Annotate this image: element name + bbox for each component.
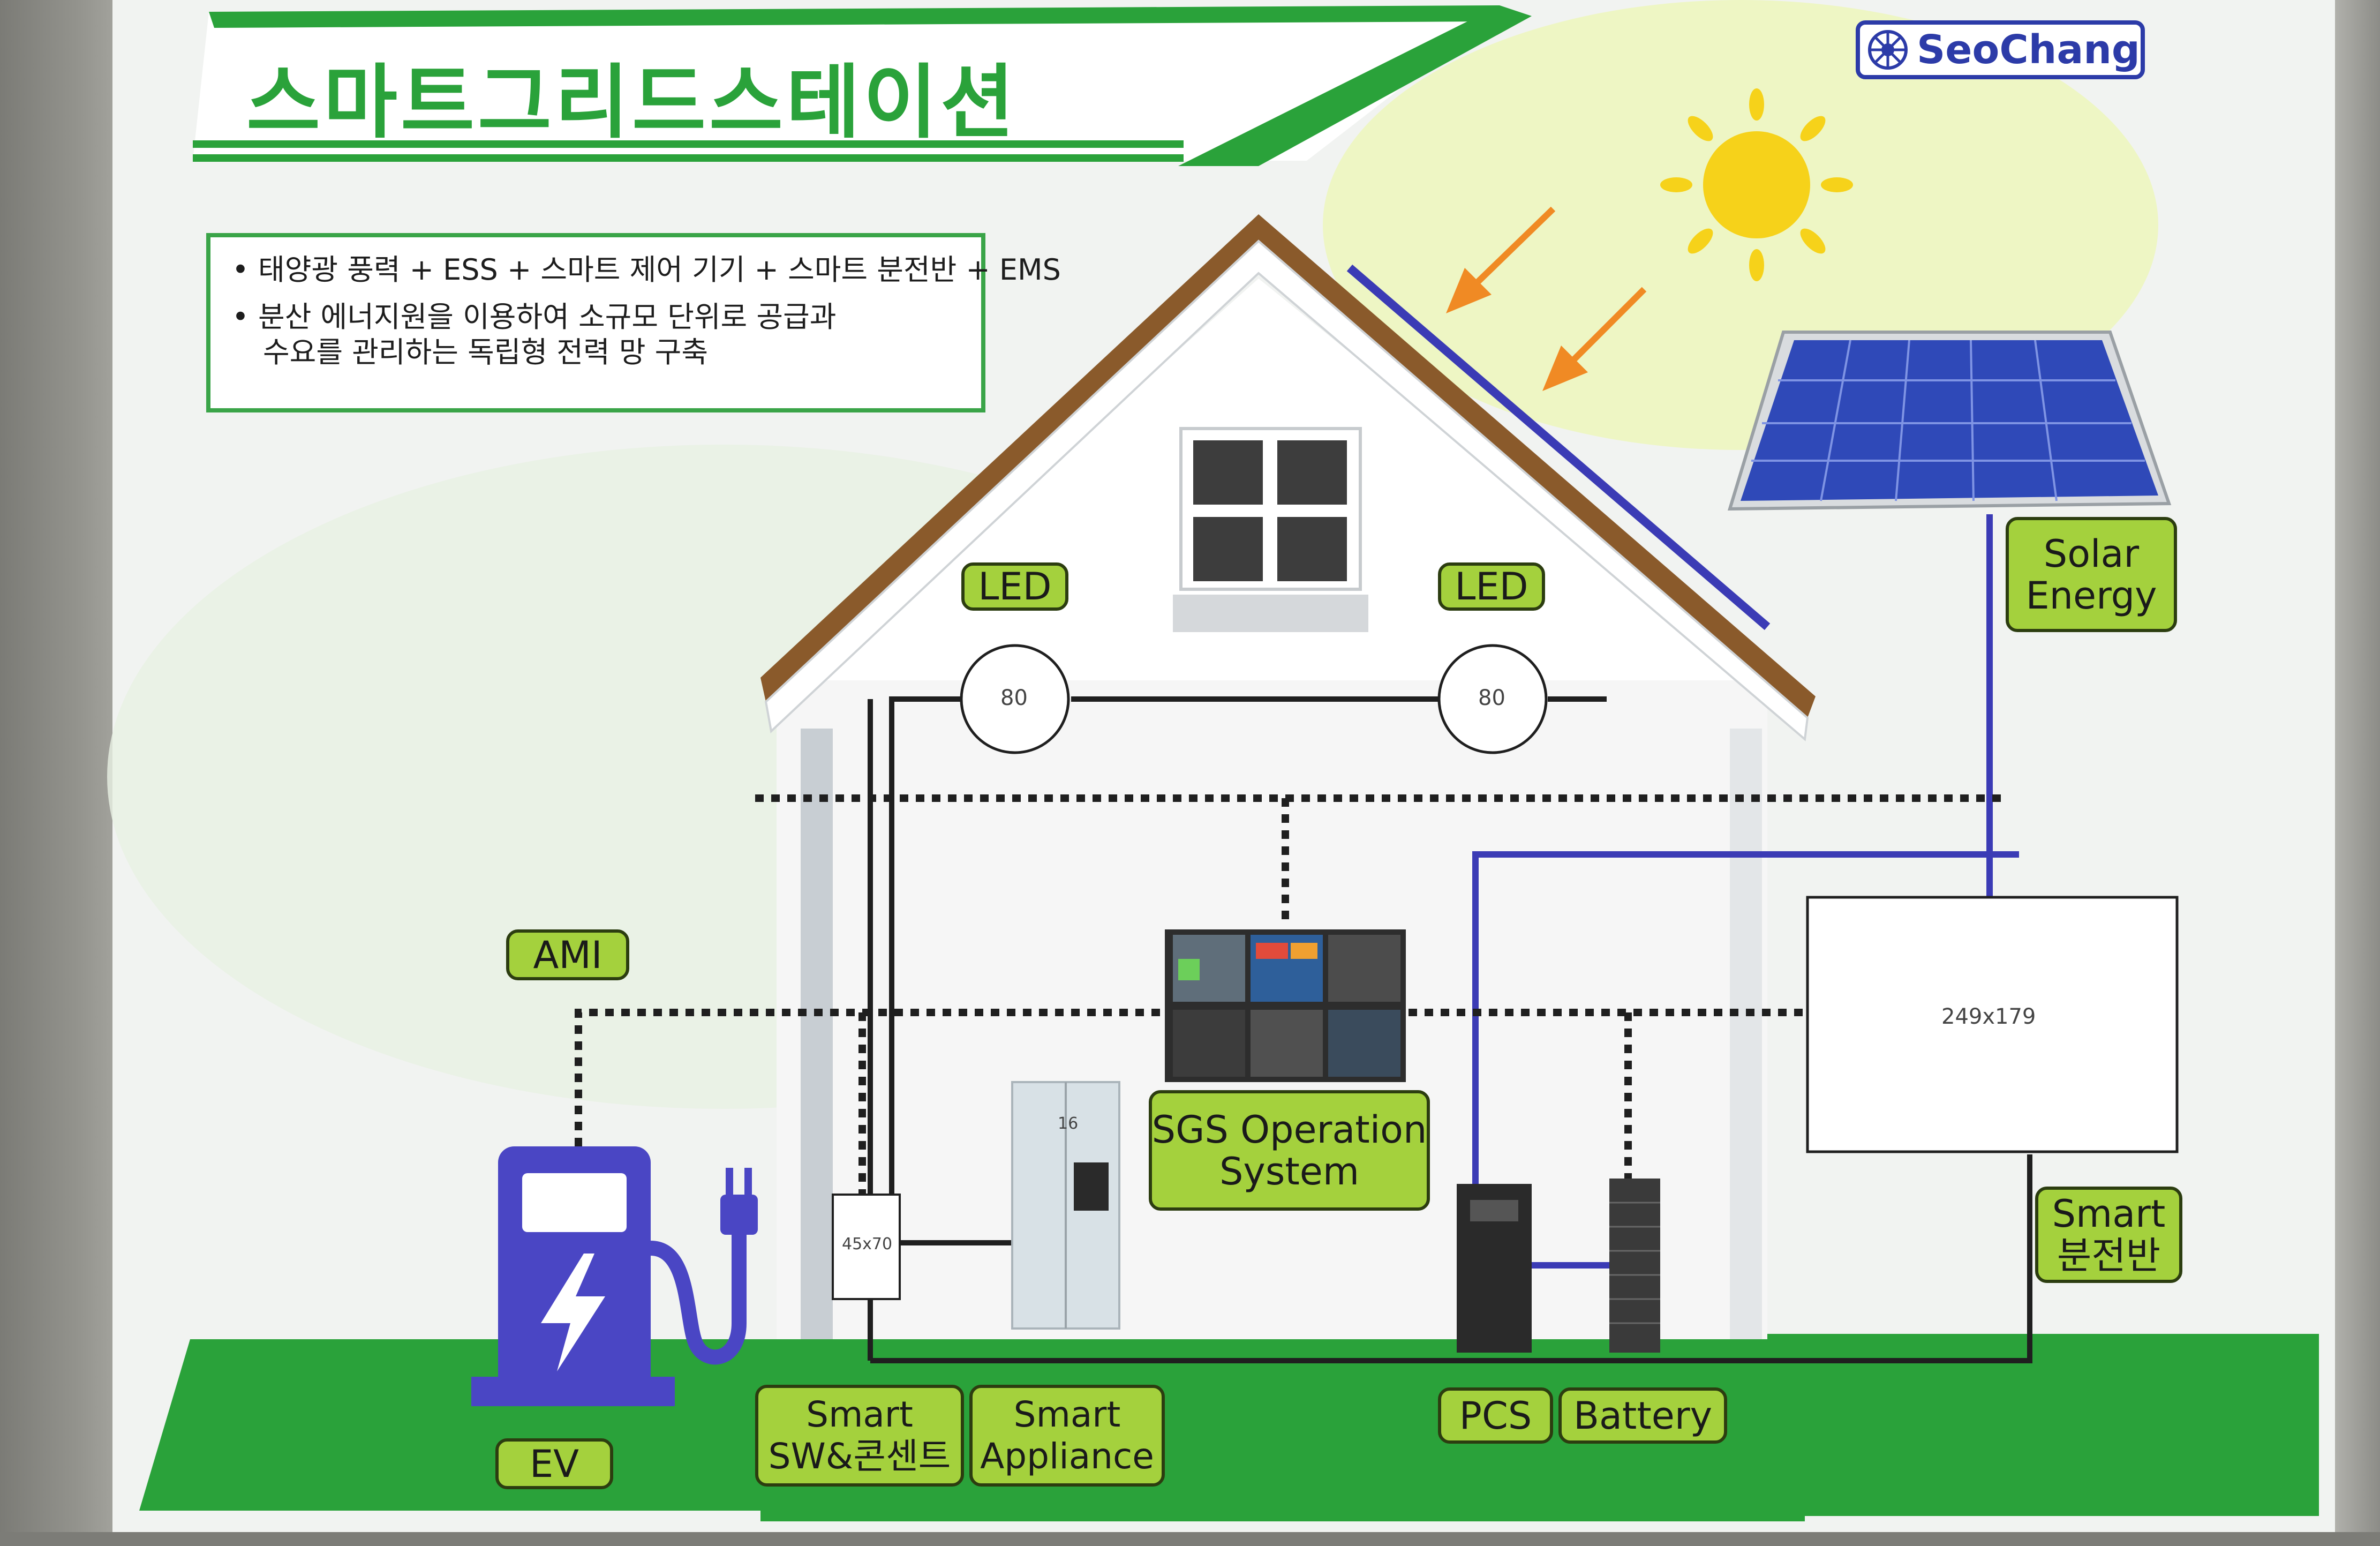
smart-switch-box xyxy=(832,1194,901,1300)
pcs-unit xyxy=(1457,1184,1532,1353)
fridge-display: 16 xyxy=(1058,1114,1079,1133)
communication-wiring xyxy=(575,794,2008,1195)
smart-switch-tag: Smart SW&콘센트 xyxy=(755,1385,964,1487)
house-left-shadow xyxy=(801,729,833,1404)
smart-panel-tag: Smart 분전반 xyxy=(2035,1187,2182,1283)
sgs-line-1: SGS Operation xyxy=(1151,1107,1427,1152)
description-bullet-2-line-1: • 분산 에너지원을 이용하여 소규모 단위로 공급과 xyxy=(232,300,837,334)
smart-switch-line-2: SW&콘센트 xyxy=(768,1436,951,1477)
smart-panel-box-size: 249x179 xyxy=(1941,1004,2036,1029)
ami-tag: AMI xyxy=(506,929,629,980)
smart-panel-line-1: Smart xyxy=(2052,1192,2166,1236)
smart-panel-box xyxy=(1806,896,2179,1153)
battery-rack xyxy=(1609,1179,1660,1353)
ev-tag: EV xyxy=(495,1438,613,1489)
ev-charger-icon xyxy=(471,1146,758,1406)
led-right-fixture xyxy=(1437,644,1548,754)
sgs-screens xyxy=(1165,929,1406,1082)
led-left-tag: LED xyxy=(961,562,1068,611)
description-box: • 태양광 풍력 + ESS + 스마트 제어 기기 + 스마트 분전반 + E… xyxy=(206,233,1061,412)
page-title: 스마트그리드스테이션 xyxy=(246,56,1018,149)
title-stripe-top xyxy=(209,5,1500,28)
brand-logo: SeoChang xyxy=(1856,20,2145,79)
sun-icon xyxy=(1660,88,1853,281)
solar-energy-line-1: Solar xyxy=(2043,531,2140,576)
solar-panel-icon xyxy=(1727,331,2172,511)
refrigerator xyxy=(1011,1081,1120,1330)
smart-switch-line-1: Smart xyxy=(806,1394,913,1435)
ground-right xyxy=(1767,1334,2319,1516)
house-right-shadow xyxy=(1730,729,1762,1404)
window-icon xyxy=(1173,427,1368,632)
title-stripe-diagonal xyxy=(1178,5,1532,166)
dc-wiring xyxy=(1472,514,2019,1269)
led-right-size: 80 xyxy=(1478,686,1505,710)
title-underline-1 xyxy=(193,140,1184,148)
smart-switch-box-size: 45x70 xyxy=(842,1235,893,1254)
plug-icon xyxy=(720,1168,758,1235)
stone-background-bottom xyxy=(0,1532,2380,1546)
led-left-size: 80 xyxy=(1000,686,1028,710)
brand-name: SeoChang xyxy=(1917,27,2140,73)
battery-tag: Battery xyxy=(1558,1387,1727,1444)
title-banner xyxy=(193,12,1500,161)
stone-background-left xyxy=(0,0,129,1546)
led-left-fixture xyxy=(960,644,1070,754)
pcs-tag: PCS xyxy=(1438,1387,1553,1444)
smart-appliance-line-1: Smart xyxy=(1013,1394,1121,1435)
description-bullet-2-line-2: 수요를 관리하는 독립형 전력 망 구축 xyxy=(263,335,709,369)
title-underline-2 xyxy=(193,154,1184,162)
description-bullet-1: • 태양광 풍력 + ESS + 스마트 제어 기기 + 스마트 분전반 + E… xyxy=(232,253,1061,287)
solar-energy-line-2: Energy xyxy=(2025,573,2157,618)
sgs-line-2: System xyxy=(1219,1149,1360,1194)
lightning-icon xyxy=(541,1254,605,1371)
solar-energy-tag: Solar Energy xyxy=(2006,517,2177,632)
smart-appliance-tag: Smart Appliance xyxy=(969,1385,1165,1487)
smart-panel-line-2: 분전반 xyxy=(2057,1234,2161,1278)
led-right-tag: LED xyxy=(1438,562,1545,611)
smart-appliance-line-2: Appliance xyxy=(980,1436,1154,1477)
sgs-operation-system-tag: SGS Operation System xyxy=(1149,1090,1430,1211)
sunlight-arrows xyxy=(1446,206,1647,391)
roof-solar-strip xyxy=(1346,264,1771,631)
roof-edge xyxy=(764,239,1809,741)
logo-icon xyxy=(1868,30,1908,70)
